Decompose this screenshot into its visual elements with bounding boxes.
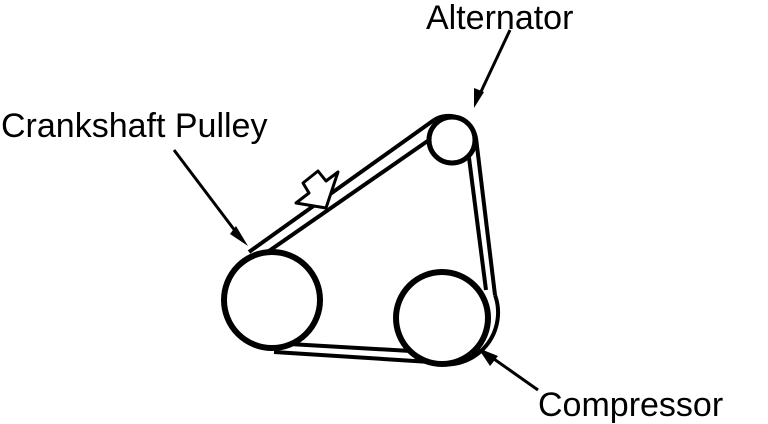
alternator-label: Alternator: [426, 0, 573, 37]
crankshaft-pulley: [221, 249, 323, 351]
crankshaft-pulley-label: Crankshaft Pulley: [1, 107, 267, 145]
compressor-leader: [478, 348, 539, 392]
belt-upper-run: [247, 118, 444, 262]
belt-lower-run: [271, 341, 431, 364]
crankshaft-leader: [172, 149, 248, 246]
compressor-pulley: [393, 269, 491, 367]
belt-wrap-alternator: [432, 113, 478, 139]
inspection-arrow-icon: [294, 169, 340, 210]
belt-wrap-compressor: [429, 294, 501, 367]
compressor-label: Compressor: [538, 386, 723, 424]
alternator-leader: [474, 29, 512, 108]
belt-right-run: [466, 137, 497, 296]
